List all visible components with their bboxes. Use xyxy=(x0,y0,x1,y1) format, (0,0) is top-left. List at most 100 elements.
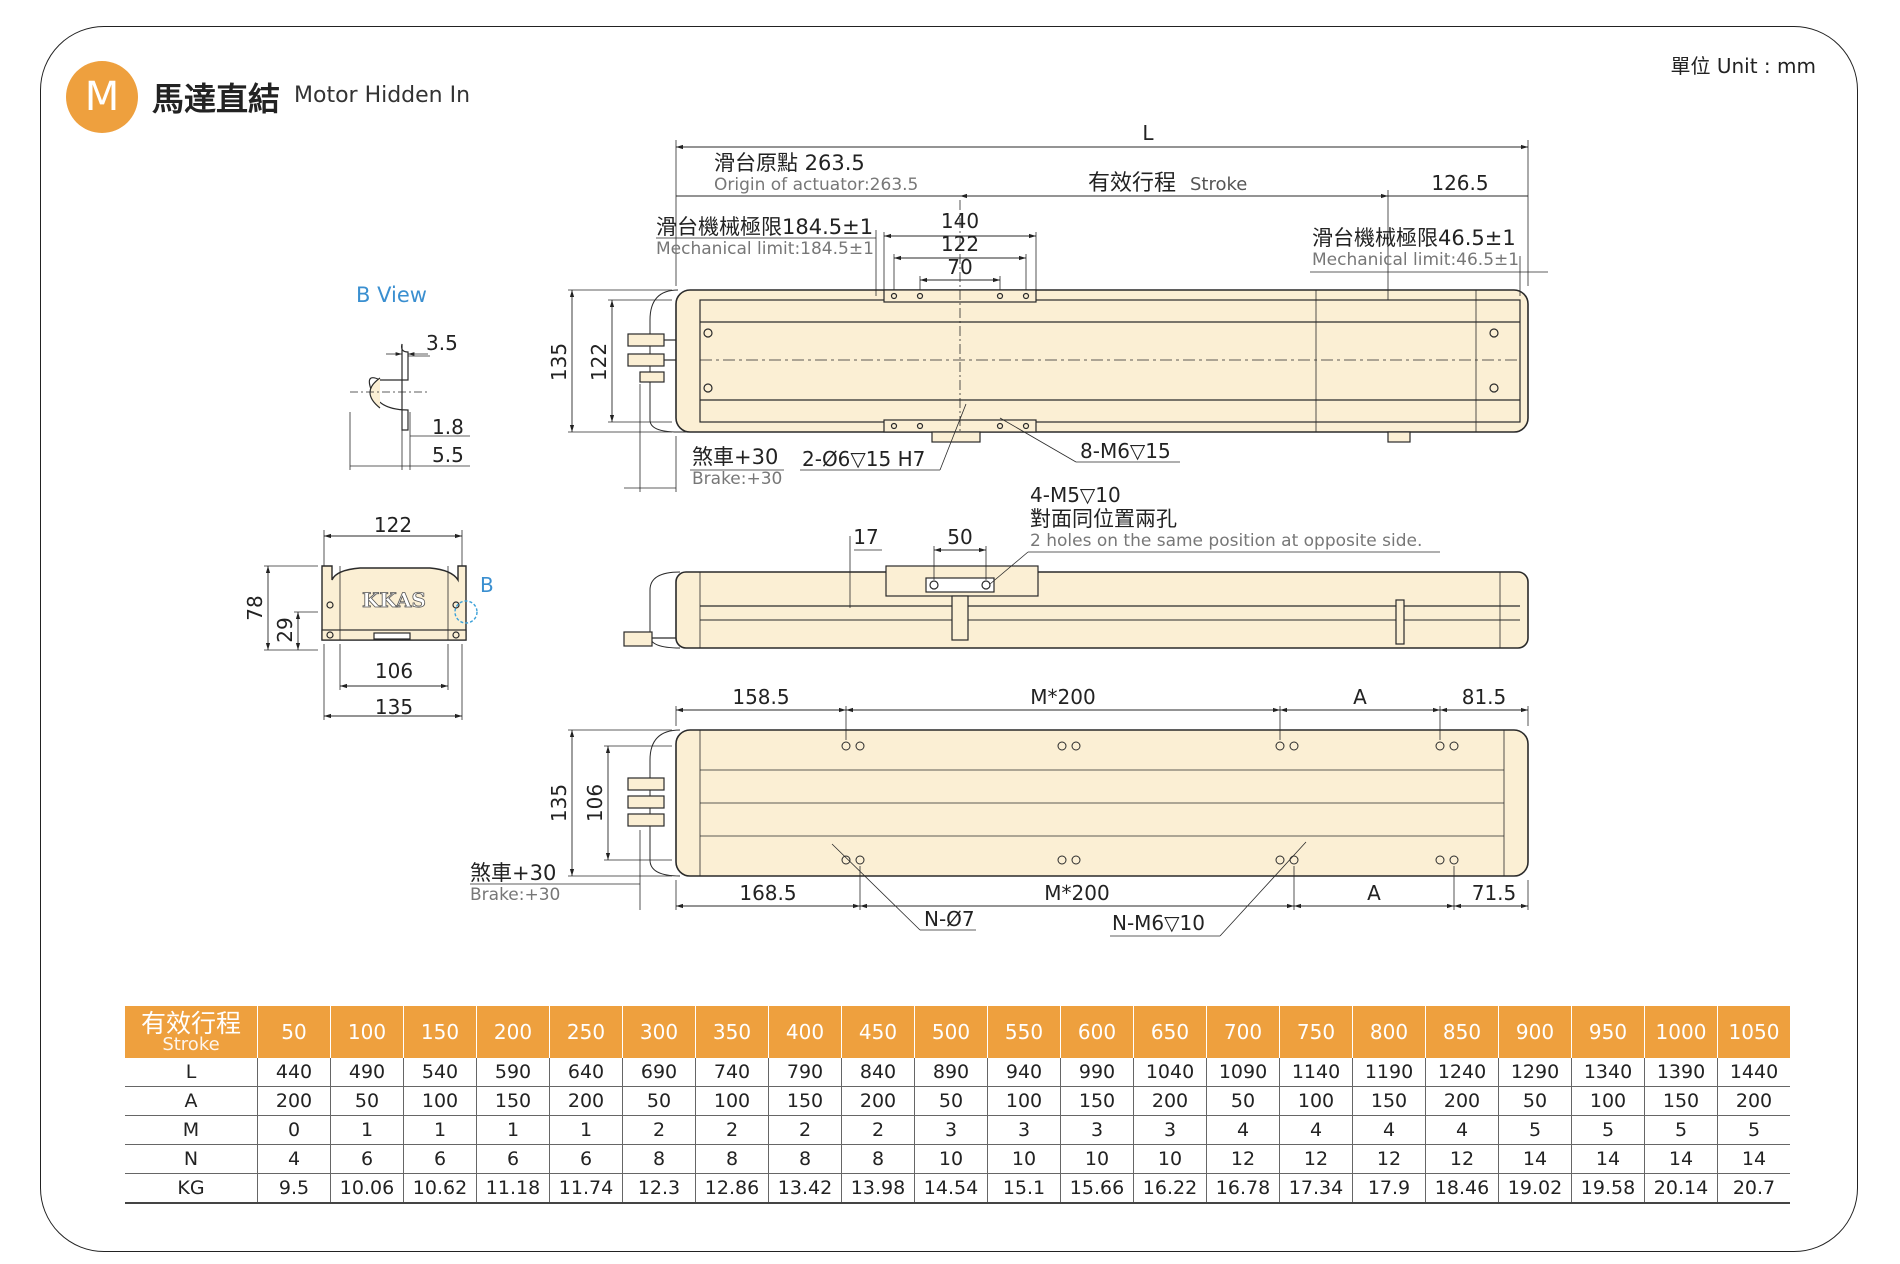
table-cell: 13.98 xyxy=(841,1173,915,1204)
origin-label-zh: 滑台原點 263.5 xyxy=(714,151,865,175)
table-cell: 14 xyxy=(1571,1144,1645,1174)
table-cell: 18.46 xyxy=(1425,1173,1499,1204)
table-cell: 1 xyxy=(403,1115,477,1145)
stroke-header: 300 xyxy=(622,1006,696,1058)
actuator-body-top xyxy=(675,289,1529,433)
table-cell: 200 xyxy=(1133,1086,1207,1116)
side-view xyxy=(623,536,1529,649)
kkas-logo: KKAS xyxy=(362,588,426,612)
dim-135-top: 135 xyxy=(547,343,571,381)
table-cell: 4 xyxy=(1279,1115,1353,1145)
bottom-view xyxy=(470,706,1529,937)
table-cell: 6 xyxy=(330,1144,404,1174)
table-cell: 3 xyxy=(1060,1115,1134,1145)
stroke-header: 350 xyxy=(695,1006,769,1058)
table-cell: 4 xyxy=(1425,1115,1499,1145)
table-cell: 100 xyxy=(403,1086,477,1116)
table-cell: 12.3 xyxy=(622,1173,696,1204)
dim-m200-top: M*200 xyxy=(1030,685,1095,709)
table-cell: 5 xyxy=(1498,1115,1572,1145)
table-cell: 50 xyxy=(330,1086,404,1116)
table-cell: 0 xyxy=(257,1115,331,1145)
table-cell: 1190 xyxy=(1352,1058,1426,1087)
table-cell: 9.5 xyxy=(257,1173,331,1204)
table-cell: 2 xyxy=(768,1115,842,1145)
stroke-header: 1050 xyxy=(1717,1006,1790,1058)
table-cell: 19.58 xyxy=(1571,1173,1645,1204)
table-cell: 200 xyxy=(841,1086,915,1116)
table-cell: 13.42 xyxy=(768,1173,842,1204)
stroke-header: 750 xyxy=(1279,1006,1353,1058)
table-cell: 1440 xyxy=(1717,1058,1790,1087)
table-cell: 4 xyxy=(1352,1115,1426,1145)
stroke-header: 700 xyxy=(1206,1006,1280,1058)
brake-label-bottom-zh: 煞車+30 xyxy=(470,861,556,885)
n-hole-label: N-Ø7 xyxy=(924,907,975,931)
section-title-zh: 馬達直結 xyxy=(152,80,281,118)
mech-limit-right-en: Mechanical limit:46.5±1 xyxy=(1312,250,1519,270)
stroke-header: 950 xyxy=(1571,1006,1645,1058)
dim-29: 29 xyxy=(273,617,297,642)
dim-122-slider: 122 xyxy=(941,232,979,256)
table-cell: 17.9 xyxy=(1352,1173,1426,1204)
table-cell: 1290 xyxy=(1498,1058,1572,1087)
brake-label-top-zh: 煞車+30 xyxy=(692,445,778,469)
table-cell: 890 xyxy=(914,1058,988,1087)
stroke-header: 250 xyxy=(549,1006,623,1058)
row-label: KG xyxy=(125,1173,258,1204)
table-cell: 6 xyxy=(476,1144,550,1174)
table-cell: 740 xyxy=(695,1058,769,1087)
table-cell: 14.54 xyxy=(914,1173,988,1204)
table-cell: 1140 xyxy=(1279,1058,1353,1087)
hole-label-en: 2 holes on the same position at opposite… xyxy=(1030,531,1422,551)
table-cell: 12.86 xyxy=(695,1173,769,1204)
table-cell: 2 xyxy=(622,1115,696,1145)
dim-78: 78 xyxy=(243,595,267,620)
stroke-header: 650 xyxy=(1133,1006,1207,1058)
table-cell: 11.74 xyxy=(549,1173,623,1204)
header-stroke-en: Stroke xyxy=(162,1033,220,1055)
stroke-header: 100 xyxy=(330,1006,404,1058)
stroke-header: 50 xyxy=(257,1006,331,1058)
row-label: N xyxy=(125,1144,258,1174)
b-view-label: B View xyxy=(356,283,427,307)
table-cell: 540 xyxy=(403,1058,477,1087)
table-cell: 50 xyxy=(622,1086,696,1116)
table-cell: 8 xyxy=(695,1144,769,1174)
table-cell: 14 xyxy=(1644,1144,1718,1174)
dim-17: 17 xyxy=(853,525,878,549)
brake-label-top-en: Brake:+30 xyxy=(692,469,782,489)
dim-1-8: 1.8 xyxy=(432,415,464,439)
table-header-label: 有效行程 Stroke xyxy=(125,1006,258,1058)
table-cell: 640 xyxy=(549,1058,623,1087)
table-cell: 10.62 xyxy=(403,1173,477,1204)
dim-a-top: A xyxy=(1353,685,1367,709)
table-cell: 5 xyxy=(1644,1115,1718,1145)
table-cell: 1 xyxy=(330,1115,404,1145)
n-tap-label: N-M6▽10 xyxy=(1112,911,1205,935)
table-cell: 1 xyxy=(549,1115,623,1145)
stroke-header: 850 xyxy=(1425,1006,1499,1058)
row-label: A xyxy=(125,1086,258,1116)
table-cell: 20.7 xyxy=(1717,1173,1790,1204)
stroke-header: 800 xyxy=(1352,1006,1426,1058)
mech-limit-left-zh: 滑台機械極限184.5±1 xyxy=(656,215,873,239)
table-cell: 150 xyxy=(476,1086,550,1116)
stroke-header: 500 xyxy=(914,1006,988,1058)
table-cell: 8 xyxy=(768,1144,842,1174)
hole-label-zh2: 對面同位置兩孔 xyxy=(1030,507,1177,531)
table-cell: 690 xyxy=(622,1058,696,1087)
hole-label-zh: 4-M5▽10 xyxy=(1030,483,1121,507)
dim-126-5: 126.5 xyxy=(1431,171,1488,195)
dim-3-5: 3.5 xyxy=(426,331,458,355)
header-stroke-zh: 有效行程 xyxy=(140,1008,241,1038)
table-cell: 3 xyxy=(1133,1115,1207,1145)
table-cell: 14 xyxy=(1498,1144,1572,1174)
stroke-header: 900 xyxy=(1498,1006,1572,1058)
